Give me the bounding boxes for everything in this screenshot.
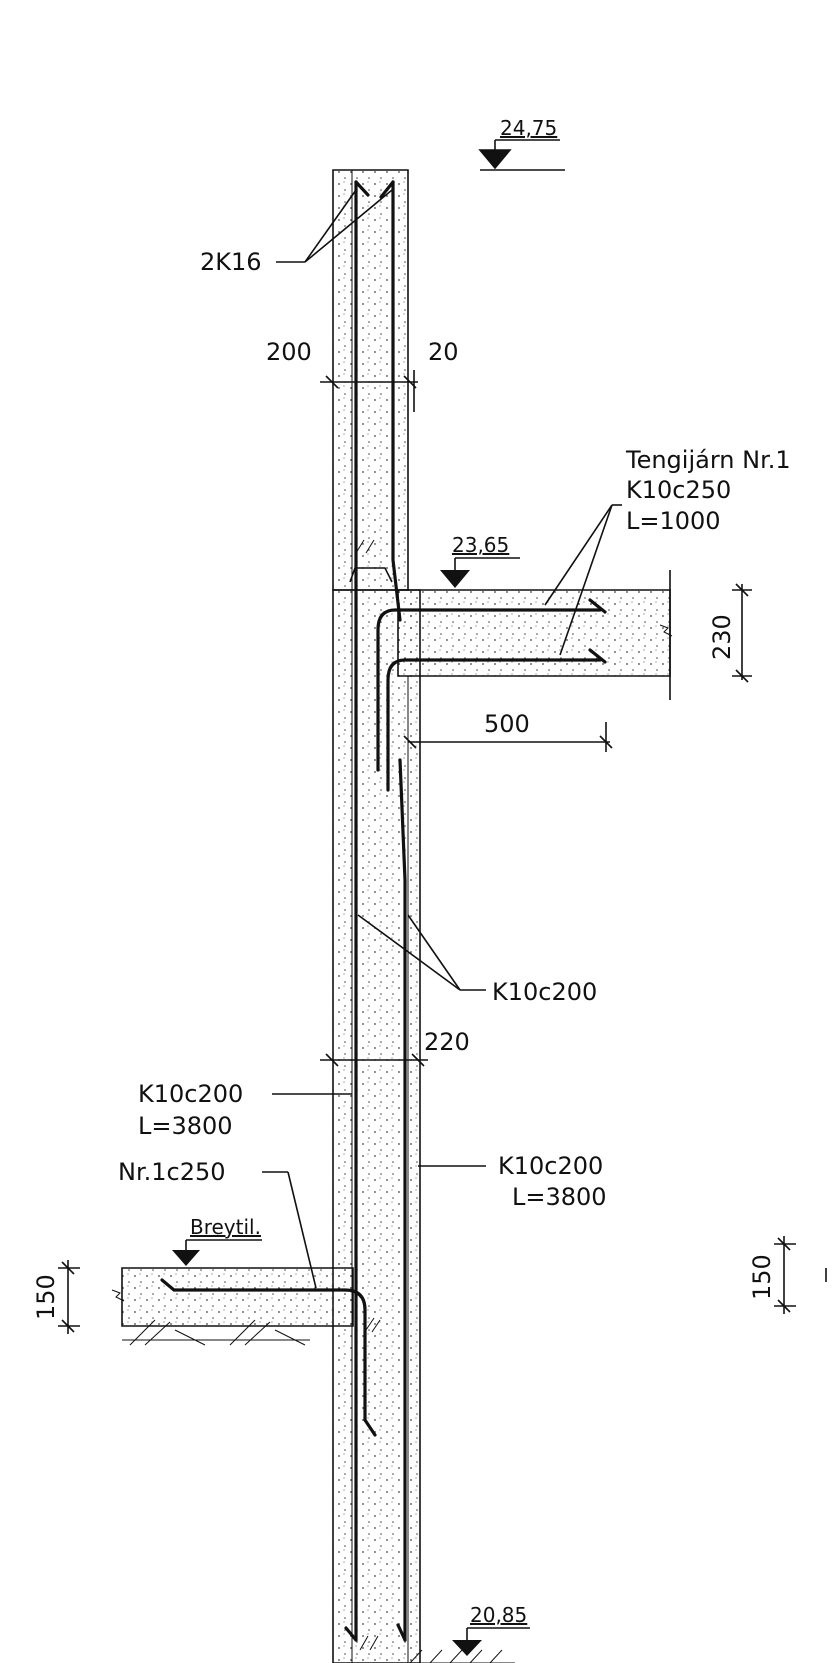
elevation-ground-label: Breytil. bbox=[190, 1215, 261, 1239]
dimension-ground-slab-right: 150 bbox=[748, 1236, 827, 1314]
dimension-500-label: 500 bbox=[484, 710, 530, 738]
callout-tie-bars: Tengijárn Nr.1 K10c250 L=1000 bbox=[544, 446, 791, 656]
elevation-marker-slab: 23,65 bbox=[440, 533, 520, 588]
label-nr1c250: Nr.1c250 bbox=[118, 1158, 226, 1186]
elevation-bottom-label: 20,85 bbox=[470, 1603, 527, 1627]
ground-slab bbox=[121, 1267, 354, 1327]
dimension-slab-thickness: 230 bbox=[708, 583, 752, 683]
dimension-150-right-label: 150 bbox=[748, 1254, 776, 1300]
dimension-wall-upper: 200 20 bbox=[266, 338, 459, 412]
dimension-150-left-label: 150 bbox=[32, 1274, 60, 1320]
callout-left-bars: K10c200 L=3800 bbox=[138, 1080, 352, 1140]
cantilever-slab bbox=[397, 589, 671, 677]
label-right-length: L=3800 bbox=[512, 1183, 607, 1211]
upper-wall bbox=[332, 169, 409, 591]
label-right-spec: K10c200 bbox=[498, 1152, 603, 1180]
dimension-ground-slab-left: 150 bbox=[32, 1260, 80, 1334]
label-left-spec: K10c200 bbox=[138, 1080, 243, 1108]
label-tie-length: L=1000 bbox=[626, 507, 721, 535]
label-k10c200: K10c200 bbox=[492, 978, 597, 1006]
callout-top-bars: 2K16 bbox=[200, 189, 393, 276]
elevation-slab-label: 23,65 bbox=[452, 533, 509, 557]
soil-hatching bbox=[122, 1319, 515, 1663]
callout-ground-bars: Nr.1c250 bbox=[118, 1158, 317, 1289]
dimension-200-label: 200 bbox=[266, 338, 312, 366]
label-tie-spec: K10c250 bbox=[626, 476, 731, 504]
callout-right-bars: K10c200 L=3800 bbox=[418, 1152, 607, 1211]
dimension-220-label: 220 bbox=[424, 1028, 470, 1056]
label-left-length: L=3800 bbox=[138, 1112, 233, 1140]
elevation-top-label: 24,75 bbox=[500, 116, 557, 140]
elevation-marker-bottom: 20,85 bbox=[452, 1603, 530, 1656]
label-tie-title: Tengijárn Nr.1 bbox=[625, 446, 791, 474]
dimension-wall-lower: 220 bbox=[320, 1028, 470, 1067]
elevation-marker-ground: Breytil. bbox=[172, 1215, 262, 1266]
label-2k16: 2K16 bbox=[200, 248, 262, 276]
dimension-230-label: 230 bbox=[708, 614, 736, 660]
callout-wall-bars: K10c200 bbox=[357, 914, 597, 1006]
elevation-marker-top: 24,75 bbox=[478, 116, 565, 171]
dimension-20-label: 20 bbox=[428, 338, 459, 366]
dimension-slab-length: 500 bbox=[403, 710, 613, 752]
